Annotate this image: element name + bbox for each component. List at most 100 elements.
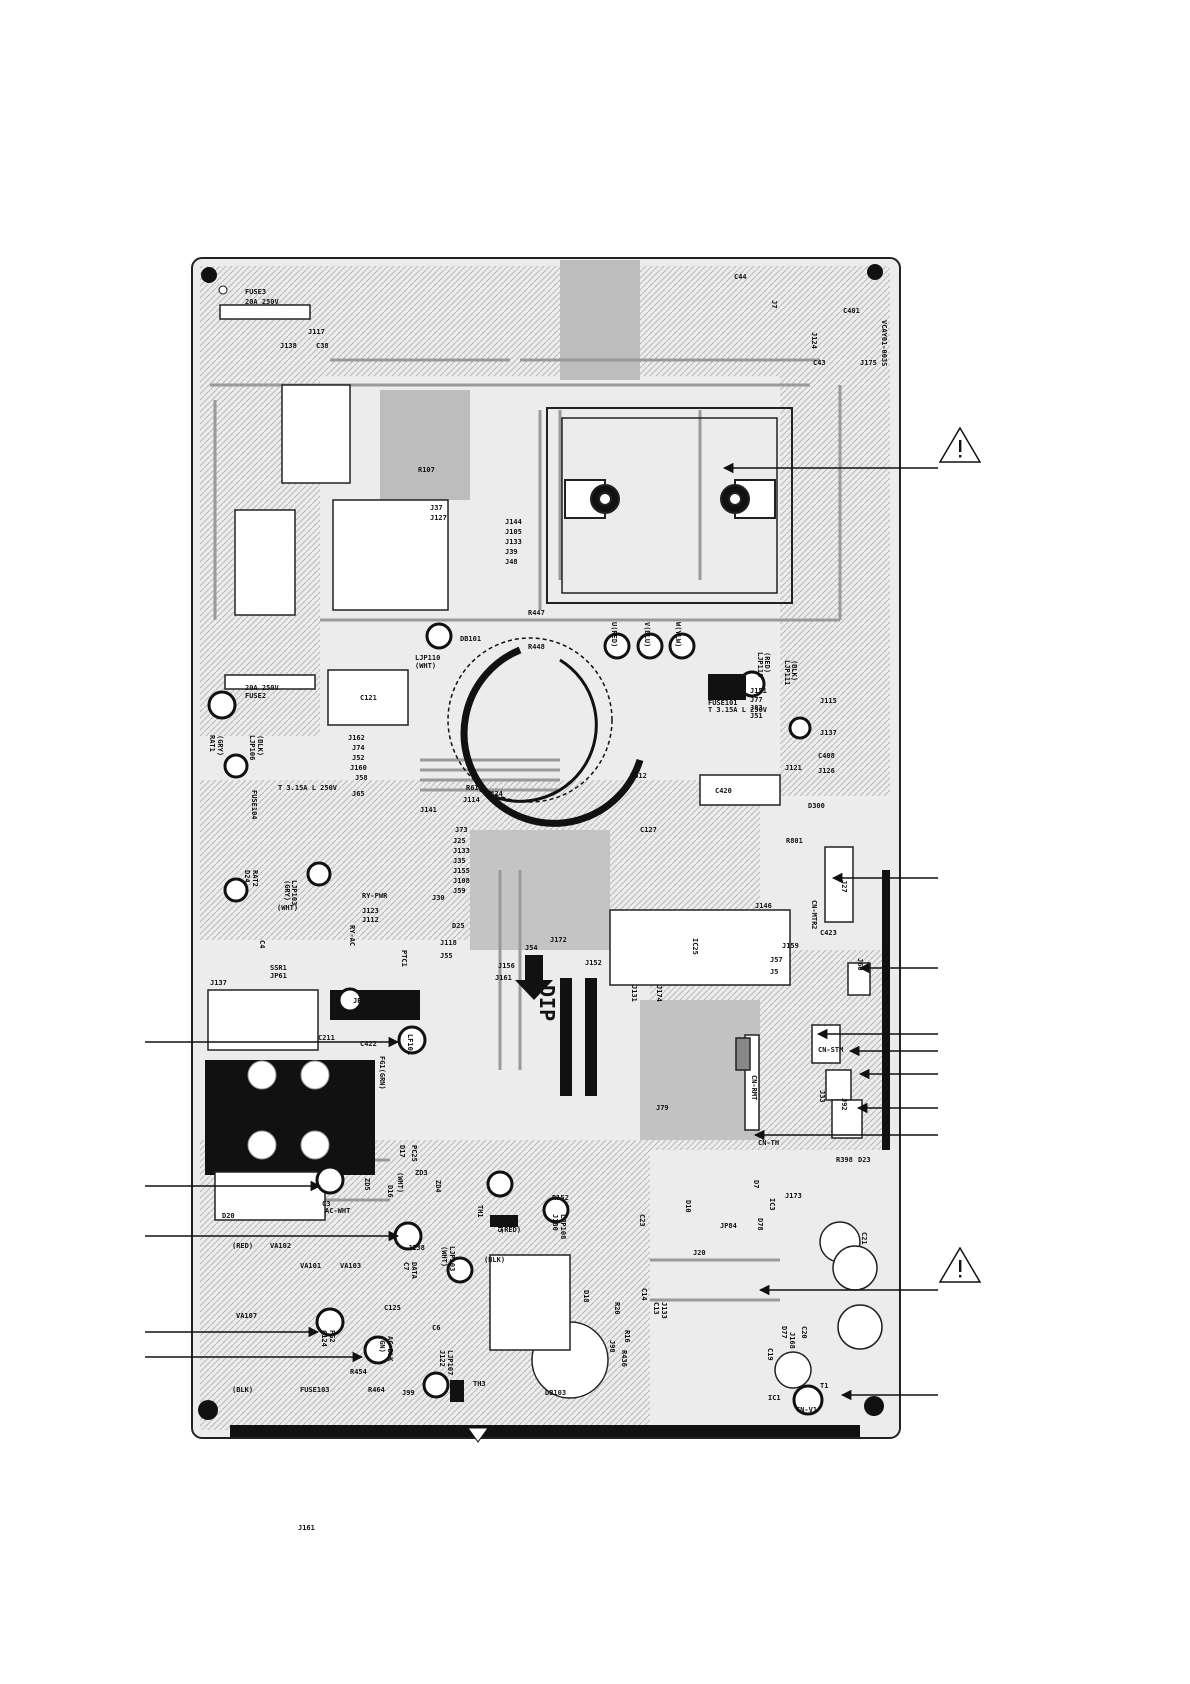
filter-block (205, 989, 420, 1221)
silkscreen-label: TH5 (496, 1220, 504, 1233)
silkscreen-label: J141 (420, 806, 437, 814)
db103-body (489, 1254, 571, 1351)
silkscreen-label: JP84 (720, 1222, 737, 1230)
silkscreen-label: J161 (495, 974, 512, 982)
silkscreen-label: ZD5 (363, 1178, 371, 1191)
silkscreen-label: J57 (770, 956, 783, 964)
silkscreen-label: C6 (432, 1324, 440, 1332)
silkscreen-label: W(YLW) (674, 622, 682, 647)
silkscreen-label: J124 (810, 332, 818, 349)
silkscreen-label: J115 (820, 697, 837, 705)
silkscreen-label: FUSE101 (708, 699, 738, 707)
silkscreen-label: J117 (308, 328, 325, 336)
silkscreen-label: 20A 250V (245, 298, 280, 306)
silkscreen-label: J51 (750, 712, 763, 720)
board-part-number: VCAY01-003S (880, 320, 888, 366)
silkscreen-label: (GN) (378, 1336, 386, 1353)
silkscreen-label: C13 (652, 1302, 660, 1315)
silkscreen-label: J173 (785, 1192, 802, 1200)
silkscreen-label: IC1 (768, 1394, 781, 1402)
silkscreen-label: CN-V1 (796, 1406, 817, 1414)
silkscreen-label: (GRY) (216, 735, 224, 756)
silkscreen-label: R464 (368, 1386, 385, 1394)
silkscreen-label: PTC1 (400, 950, 408, 967)
silkscreen-label: T 3.15A L 250V (278, 784, 338, 792)
silkscreen-label: J127 (430, 514, 447, 522)
silkscreen-label: C420 (715, 787, 732, 795)
silkscreen-label: (BLK) (790, 660, 798, 681)
silkscreen-label: FG2 (328, 1330, 336, 1343)
silkscreen-label: J99 (402, 1389, 415, 1397)
silkscreen-label: R152 (552, 1194, 569, 1202)
silkscreen-label: (WHT) (277, 904, 298, 912)
silkscreen-label: TH3 (473, 1380, 486, 1388)
silkscreen-label: AC-WHT (325, 1207, 350, 1215)
silkscreen-label: C424 (486, 790, 503, 798)
silkscreen-label: J137 (210, 979, 227, 987)
silkscreen-label: CN-STM (818, 1046, 843, 1054)
silkscreen-label: DB101 (460, 635, 481, 643)
silkscreen-label: J54 (525, 944, 538, 952)
silkscreen-label: C121 (360, 694, 377, 702)
silkscreen-label: D20 (222, 1212, 235, 1220)
silkscreen-label: J159 (782, 942, 799, 950)
silkscreen-label: C14 (640, 1288, 648, 1301)
silkscreen-label: FUSE104 (250, 790, 258, 820)
silkscreen-label: J156 (498, 962, 515, 970)
silkscreen-label: D16 (386, 1185, 394, 1198)
silkscreen-label: D77 (780, 1326, 788, 1339)
silkscreen-label: VA107 (236, 1312, 257, 1320)
silkscreen-label: LJP105 (356, 1005, 381, 1013)
silkscreen-label: R447 (528, 609, 545, 617)
dip-label: DIP (535, 985, 559, 1021)
silkscreen-label: J118 (440, 939, 457, 947)
silkscreen-label: J151 (750, 687, 767, 695)
silkscreen-label: DB103 (545, 1389, 566, 1397)
transformer-blocks (219, 304, 449, 726)
silkscreen-label: C21 (860, 1232, 868, 1245)
silkscreen-label: C7 (402, 1262, 410, 1270)
silkscreen-label: R16 (623, 1330, 631, 1343)
silkscreen-label: D24 (243, 870, 251, 883)
silkscreen-label: J155 (453, 867, 470, 875)
silkscreen-label: J146 (755, 902, 772, 910)
silkscreen-label: J172 (550, 936, 567, 944)
silkscreen-label: R448 (528, 643, 545, 651)
silkscreen-label: D17 (398, 1145, 406, 1158)
silkscreen-label: FG1(GRN) (378, 1056, 386, 1090)
silkscreen-label: C408 (818, 752, 835, 760)
silkscreen-label: (RED) (763, 652, 771, 673)
silkscreen-label: T 3.15A L 250V (708, 706, 768, 714)
silkscreen-label: J25 (453, 837, 466, 845)
silkscreen-label: C44 (734, 273, 747, 281)
silkscreen-label: J138 (280, 342, 297, 350)
silkscreen-label: J48 (505, 558, 518, 566)
silkscreen-label: J105 (505, 528, 522, 536)
silkscreen-label: D7 (752, 1180, 760, 1188)
silkscreen-label: (RED) (500, 1226, 521, 1234)
silkscreen-label: R611 (466, 784, 483, 792)
silkscreen-label: J83 (750, 704, 763, 712)
silkscreen-label: (RED) (232, 1242, 253, 1250)
silkscreen-label: LJP110 (415, 654, 440, 662)
silkscreen-label: ZD3 (415, 1169, 428, 1177)
silkscreen-label: D10 (684, 1200, 692, 1213)
silkscreen-label: RAT2 (251, 870, 259, 887)
silkscreen-label: ZD4 (434, 1180, 442, 1193)
silkscreen-label: C423 (820, 929, 837, 937)
silkscreen-label: R20 (613, 1302, 621, 1315)
silkscreen-label: C125 (384, 1304, 401, 1312)
silkscreen-label: J160 (350, 764, 367, 772)
silkscreen-label: (BLK) (484, 1256, 505, 1264)
silkscreen-label: CN-RMT (750, 1075, 758, 1100)
silkscreen-label: LJP103 (290, 880, 298, 905)
silkscreen-label: J33 (818, 1090, 826, 1103)
silkscreen-label: J60 (856, 958, 864, 971)
silkscreen-label: LF101 (406, 1034, 414, 1055)
silkscreen-label: J37 (430, 504, 443, 512)
silkscreen-label: J180 (551, 1214, 559, 1231)
silkscreen-label: R801 (786, 837, 803, 845)
silkscreen-label: J7 (770, 300, 778, 308)
silkscreen-label: J114 (463, 796, 480, 804)
